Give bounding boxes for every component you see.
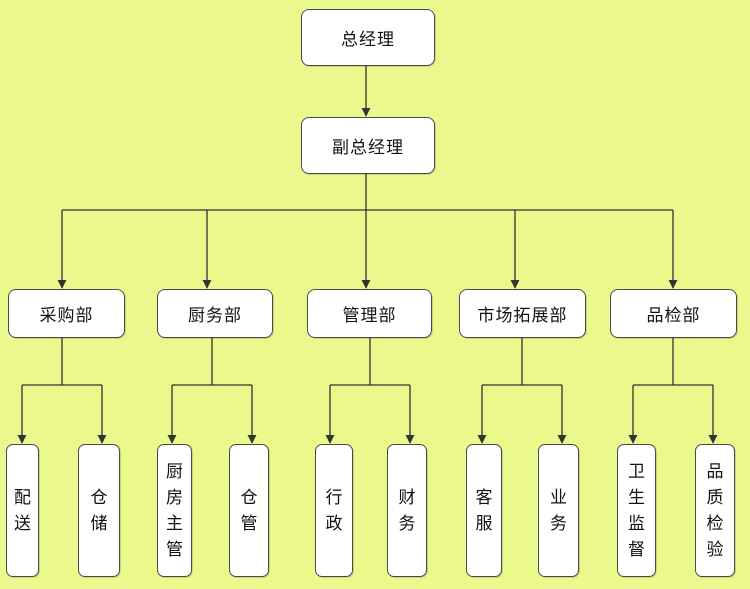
sub-4-a: 卫生监督 bbox=[617, 444, 656, 577]
sub-4-a-label: 卫生监督 bbox=[628, 461, 645, 560]
sub-3-a: 客服 bbox=[466, 444, 502, 577]
sub-0-a: 配送 bbox=[6, 444, 39, 577]
sub-3-b-label: 业务 bbox=[550, 487, 567, 534]
sub-0-a-label: 配送 bbox=[14, 487, 31, 534]
dept-0: 采购部 bbox=[8, 289, 125, 338]
sub-2-a-label: 行政 bbox=[325, 487, 343, 534]
sub-2-b: 财务 bbox=[387, 444, 427, 577]
sub-0-b: 仓储 bbox=[78, 444, 120, 577]
dept-4: 品检部 bbox=[610, 289, 737, 338]
sub-1-a-label: 厨房主管 bbox=[166, 461, 183, 560]
sub-1-a: 厨房主管 bbox=[157, 444, 192, 577]
sub-4-b: 品质检验 bbox=[695, 444, 735, 577]
dept-2: 管理部 bbox=[307, 289, 432, 338]
sub-3-a-label: 客服 bbox=[475, 487, 493, 534]
sub-3-b: 业务 bbox=[538, 444, 579, 577]
sub-2-b-label: 财务 bbox=[398, 487, 416, 534]
node-general-manager: 总经理 bbox=[301, 9, 435, 66]
sub-2-a: 行政 bbox=[315, 444, 353, 577]
sub-1-b-label: 仓管 bbox=[240, 487, 258, 534]
sub-0-b-label: 仓储 bbox=[90, 487, 108, 534]
node-deputy-general-manager: 副总经理 bbox=[301, 117, 435, 174]
sub-1-b: 仓管 bbox=[229, 444, 269, 577]
sub-4-b-label: 品质检验 bbox=[706, 461, 724, 560]
dept-1: 厨务部 bbox=[157, 289, 273, 338]
dept-3: 市场拓展部 bbox=[459, 289, 586, 338]
